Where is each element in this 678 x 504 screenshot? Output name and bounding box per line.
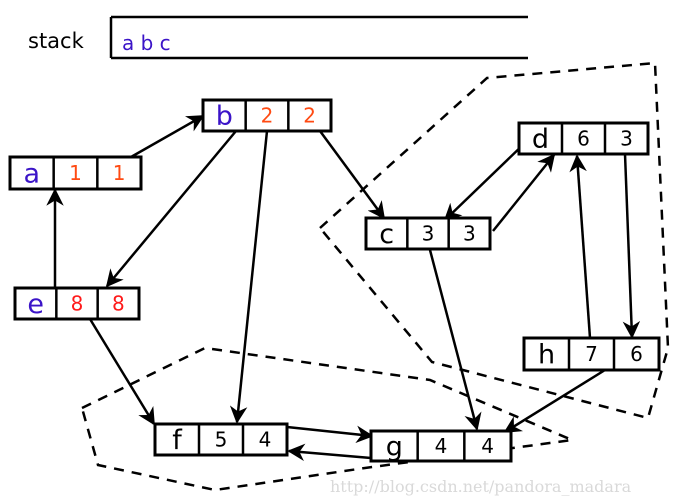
node-name: h — [538, 339, 555, 370]
nodes-layer: a 1 1 b 2 2 e 8 8 c 3 3 d 6 3 h 7 6 f 5 4 g 4 4 — [8, 98, 661, 463]
edge-c-to-g — [428, 249, 482, 431]
edge-b-to-c — [318, 130, 386, 220]
node-b: b 2 2 — [201, 98, 333, 133]
node-name: b — [216, 101, 233, 132]
node-value-1: 4 — [435, 434, 448, 458]
node-a: a 1 1 — [8, 155, 143, 191]
edge-g-to-f — [287, 443, 372, 462]
component-boundary-fg — [80, 346, 577, 492]
node-name: g — [386, 431, 403, 462]
node-e: e 8 8 — [13, 286, 141, 321]
node-name: f — [172, 425, 183, 456]
node-box — [153, 422, 289, 457]
node-value-1: 3 — [422, 222, 435, 246]
edge-d-to-h — [622, 153, 641, 339]
node-value-1: 1 — [69, 161, 82, 185]
stack-label: stack — [28, 29, 85, 53]
node-box — [13, 286, 141, 321]
node-value-2: 2 — [303, 104, 316, 128]
node-value-1: 8 — [71, 292, 84, 316]
node-d: d 6 3 — [517, 121, 650, 156]
node-box — [369, 429, 513, 463]
node-c: c 3 3 — [364, 216, 492, 251]
node-value-1: 5 — [215, 428, 228, 452]
node-name: e — [27, 289, 44, 320]
node-box — [517, 121, 650, 156]
node-box — [364, 216, 492, 251]
watermark: http://blog.csdn.net/pandora_madara — [330, 477, 632, 496]
edge-h-to-d — [569, 154, 592, 339]
node-value-2: 8 — [112, 292, 125, 316]
component-boundary-cdh — [318, 61, 670, 420]
node-value-2: 4 — [259, 428, 272, 452]
node-value-2: 4 — [481, 434, 494, 458]
edge-a-to-b — [130, 114, 205, 159]
node-box — [8, 155, 143, 191]
stack-contents: a b c — [122, 31, 171, 55]
node-value-2: 1 — [113, 161, 126, 185]
node-g: g 4 4 — [369, 429, 513, 463]
node-value-1: 6 — [577, 127, 590, 151]
node-value-1: 2 — [261, 104, 274, 128]
edge-b-to-f — [229, 130, 269, 424]
node-box — [201, 98, 333, 133]
edges-layer — [46, 114, 641, 462]
edge-f-to-g — [286, 425, 374, 444]
node-box — [522, 336, 661, 372]
edge-e-to-f — [88, 318, 156, 426]
node-value-2: 3 — [620, 127, 633, 151]
node-h: h 7 6 — [522, 336, 661, 372]
edge-d-to-c — [443, 140, 528, 222]
edge-c-to-d — [492, 153, 556, 232]
node-name: d — [532, 124, 549, 155]
node-name: a — [24, 158, 41, 189]
edge-b-to-e — [105, 130, 237, 288]
edge-h-to-g — [503, 368, 606, 434]
node-f: f 5 4 — [153, 422, 289, 457]
node-value-2: 3 — [463, 222, 476, 246]
node-value-2: 6 — [630, 342, 643, 366]
node-name: c — [379, 219, 394, 250]
node-value-1: 7 — [585, 342, 598, 366]
